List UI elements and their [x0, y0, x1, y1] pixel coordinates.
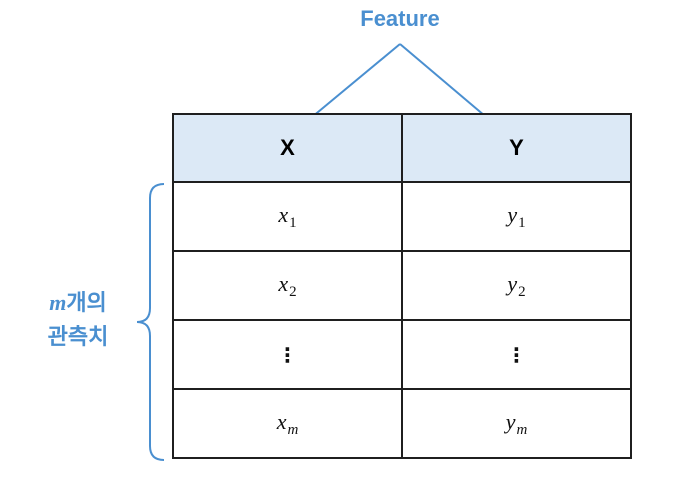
observations-count-variable: m [49, 290, 67, 315]
observations-label-line1: m개의 [18, 286, 138, 320]
x-subscript: 2 [289, 283, 297, 300]
observations-brace [136, 183, 165, 461]
header-y: Y [401, 113, 632, 183]
cell-x1: x1 [172, 181, 403, 252]
y-subscript: m [516, 421, 528, 438]
y-variable: y [507, 201, 518, 227]
cell-x-ellipsis: ⋮ [172, 319, 403, 390]
x-subscript: m [287, 421, 299, 438]
cell-y-ellipsis: ⋮ [401, 319, 632, 390]
data-table: X Y x1 y1 x2 y2 ⋮ ⋮ xm ym [172, 113, 632, 459]
y-subscript: 2 [518, 283, 526, 300]
header-row: X Y [172, 113, 632, 183]
y-subscript: 1 [518, 214, 526, 231]
x-variable: x [278, 270, 289, 296]
y-variable: y [507, 270, 518, 296]
x-variable: x [276, 408, 287, 434]
x-subscript: 1 [289, 214, 297, 231]
y-variable: y [505, 408, 516, 434]
cell-y2: y2 [401, 250, 632, 321]
cell-x2: x2 [172, 250, 403, 321]
cell-ym: ym [401, 388, 632, 459]
vertical-ellipsis: ⋮ [506, 342, 527, 367]
feature-label: Feature [360, 6, 440, 31]
observations-label: m개의 관측치 [18, 286, 138, 354]
observations-label-line2: 관측치 [47, 324, 109, 349]
vertical-ellipsis: ⋮ [277, 342, 298, 367]
table-row: xm ym [172, 388, 632, 459]
cell-xm: xm [172, 388, 403, 459]
observations-label-text1: 개의 [66, 290, 107, 315]
table-row: x2 y2 [172, 250, 632, 321]
cell-y1: y1 [401, 181, 632, 252]
table-row: x1 y1 [172, 181, 632, 252]
table-row: ⋮ ⋮ [172, 319, 632, 390]
header-x: X [172, 113, 403, 183]
x-variable: x [278, 201, 289, 227]
